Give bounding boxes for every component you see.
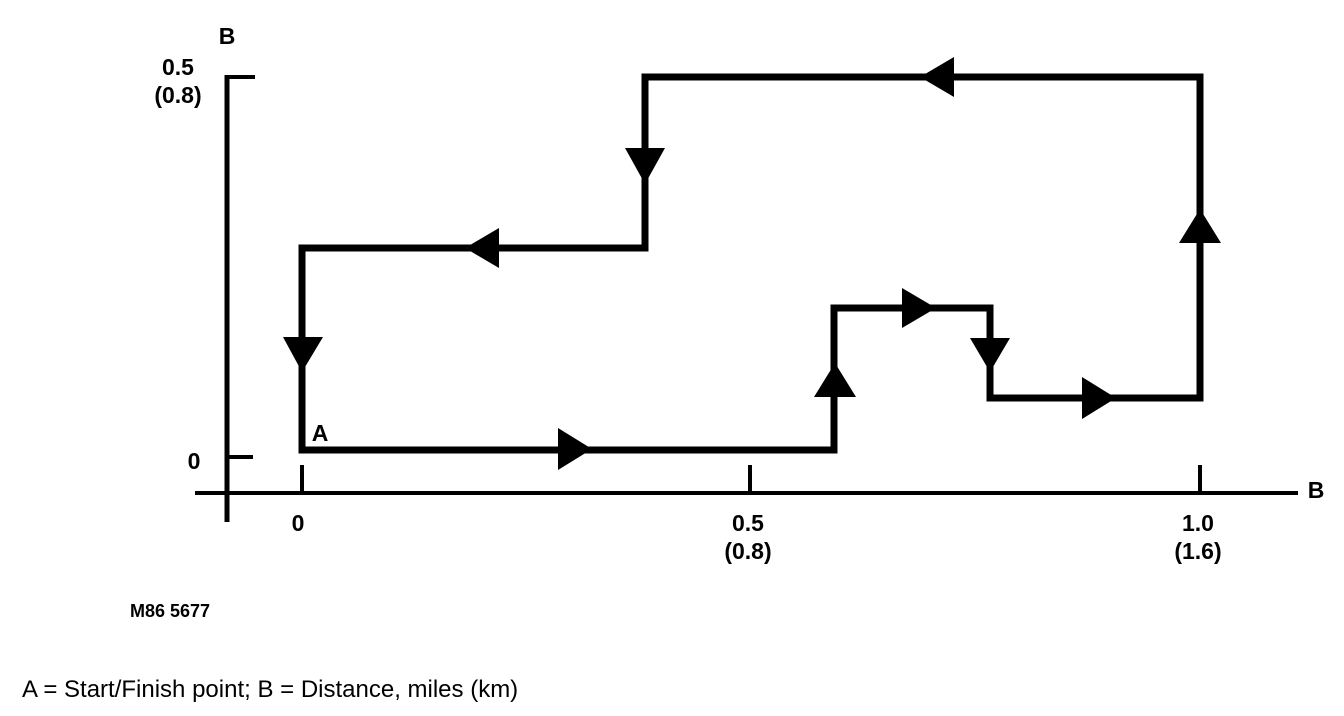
- arrow-up-icon: [814, 363, 856, 397]
- x-tick-label-1.0-km: (1.6): [1174, 538, 1221, 564]
- arrow-left-icon: [465, 228, 499, 268]
- y-axis-name: B: [219, 23, 236, 49]
- x-tick-label-0.5: 0.5: [732, 510, 764, 536]
- y-tick-label-0.5: 0.5: [162, 54, 194, 80]
- arrow-right-icon: [902, 288, 936, 328]
- arrow-right-icon: [1082, 377, 1116, 419]
- arrow-left-icon: [920, 57, 954, 97]
- figure-code: M86 5677: [130, 601, 210, 621]
- arrow-down-icon: [970, 338, 1010, 372]
- arrow-down-icon: [283, 337, 323, 372]
- x-tick-label-0.5-km: (0.8): [724, 538, 771, 564]
- y-tick-label-0: 0: [188, 448, 201, 474]
- arrow-up-icon: [1179, 209, 1221, 243]
- arrow-down-icon: [625, 148, 665, 184]
- x-tick-label-0: 0: [292, 510, 305, 536]
- y-tick-label-0.5-km: (0.8): [154, 82, 201, 108]
- caption: A = Start/Finish point; B = Distance, mi…: [22, 676, 519, 703]
- x-axis-name: B: [1308, 477, 1325, 503]
- route-path: [298, 73, 1204, 454]
- start-finish-label: A: [312, 420, 329, 446]
- x-tick-label-1.0: 1.0: [1182, 510, 1214, 536]
- arrow-right-icon: [558, 428, 592, 470]
